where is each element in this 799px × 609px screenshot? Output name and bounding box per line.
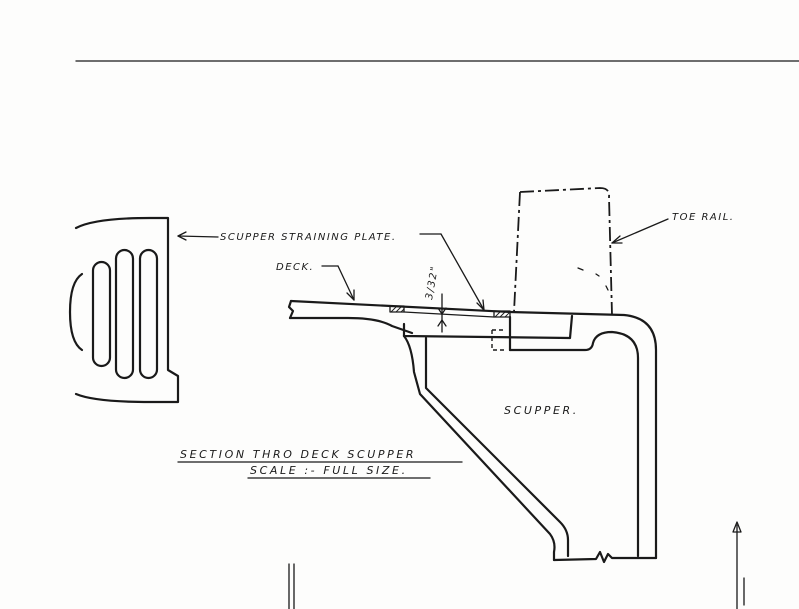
bottom-border-lines [288,563,295,609]
north-arrow [732,521,745,609]
plate-half-round [68,272,84,352]
toe-rail-outline [513,187,613,316]
straining-plate-section [389,305,511,318]
toe-rail-tick-2 [595,273,600,277]
straining-plate-outline [74,216,180,404]
plate-slot-3 [138,248,159,380]
deck-label: DECK. [276,262,314,273]
toe-rail-leader [611,218,669,244]
dimension-label: 3/32" [424,265,441,301]
straining-plate-view [68,216,180,404]
drawing-scale: SCALE :- FULL SIZE. [250,464,408,477]
toe-rail-tick-3 [605,285,609,291]
toe-rail-label: TOE RAIL. [672,212,734,223]
deck-leader [321,265,355,301]
plate-slot-2 [114,248,135,380]
scupper-body [402,310,658,564]
hidden-bolt [491,329,506,351]
dimension-mark [437,293,447,333]
straining-plate-leader [177,231,219,241]
drawing-title: SECTION THRO DECK SCUPPER [180,448,416,461]
plate-leader [419,233,485,311]
toe-rail-tick-1 [577,267,584,271]
straining-plate-label: SCUPPER STRAINING PLATE. [220,232,397,243]
scupper-label: SCUPPER. [504,404,579,417]
plate-slot-1 [91,260,112,368]
